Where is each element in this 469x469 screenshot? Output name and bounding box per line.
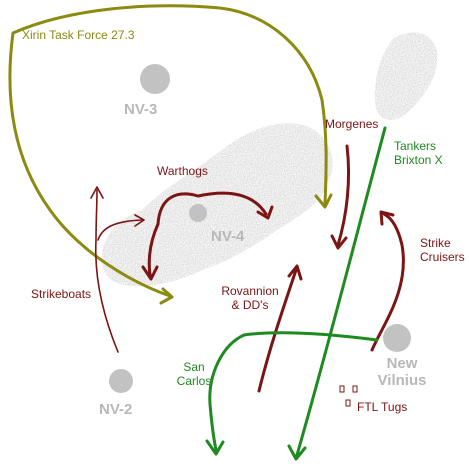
xirin-arc-path	[11, 4, 328, 207]
warthogs-right-arrowhead	[256, 205, 274, 220]
strike-cruisers-arrowhead	[379, 210, 395, 226]
warthogs-left-arrowhead	[141, 265, 159, 281]
label-rovannion: Rovannion & DD's	[214, 284, 286, 312]
nebula-cloud-northeast	[374, 32, 438, 120]
planet-nv2	[109, 369, 133, 393]
planets	[109, 64, 411, 393]
label-nv2: NV-2	[99, 401, 133, 418]
label-new-vilnius-line2: Vilnius	[377, 372, 427, 389]
strikeboats-branch-path	[97, 219, 143, 241]
morgenes-path	[336, 144, 351, 247]
label-san-carlos: San Carlos	[172, 360, 216, 388]
rovannion-path	[257, 268, 298, 393]
nebula-clouds	[101, 32, 438, 287]
strikeboats-branch-arrowhead	[134, 214, 145, 227]
planet-nv4	[189, 204, 207, 222]
tankers-path	[295, 126, 387, 457]
ftl-tug-3	[345, 399, 351, 407]
label-new-vilnius-line1: New	[386, 355, 418, 372]
planet-nv3	[140, 64, 170, 94]
label-ftl-tugs: FTL Tugs	[357, 400, 408, 414]
strikeboats-main-arrowhead	[90, 186, 104, 199]
label-rovannion-line2: & DD's	[231, 298, 269, 312]
san-carlos-path	[208, 331, 379, 452]
ftl-tug-1	[339, 385, 345, 393]
label-morgenes: Morgenes	[325, 117, 379, 131]
label-san-carlos-line1: San	[183, 360, 205, 374]
label-strike-cruisers-line2: Cruisers	[420, 250, 465, 264]
tankers-arrowhead	[287, 444, 307, 461]
nebula-cloud-central	[101, 123, 333, 287]
strike-cruisers-path	[370, 212, 405, 352]
xirin-arc-arrowhead	[314, 193, 333, 209]
san-carlos-arrowhead	[205, 439, 225, 456]
warthogs-left-path	[147, 222, 160, 277]
logistics-paths	[205, 126, 387, 461]
planet-new-vilnius	[383, 324, 411, 352]
label-strikeboats: Strikeboats	[31, 287, 92, 301]
label-nv3: NV-3	[124, 101, 158, 118]
label-tankers-line2: Brixton X	[394, 153, 443, 167]
label-strike-cruisers: Strike Cruisers	[420, 236, 465, 264]
strikeboats-main-path	[94, 189, 119, 353]
warthogs-right-path	[156, 191, 268, 226]
label-xirin-task-force: Xirin Task Force 27.3	[22, 28, 135, 42]
label-new-vilnius: New Vilnius	[362, 355, 442, 389]
label-rovannion-line1: Rovannion	[221, 284, 279, 298]
strikeboats-paths	[90, 186, 145, 353]
label-tankers-line1: Tankers	[394, 139, 437, 153]
ftl-tug-2	[352, 385, 358, 393]
warship-paths	[141, 144, 405, 393]
label-tankers: Tankers Brixton X	[394, 139, 443, 167]
label-nv4: NV-4	[211, 228, 245, 245]
label-san-carlos-line2: Carlos	[176, 374, 212, 388]
label-warthogs: Warthogs	[157, 164, 208, 178]
label-strike-cruisers-line1: Strike	[420, 236, 451, 250]
xirin-task-force-paths	[8, 4, 333, 305]
xirin-sweep-arrowhead	[159, 287, 174, 305]
rovannion-arrowhead	[287, 264, 303, 281]
morgenes-arrowhead	[330, 234, 348, 250]
ftl-tug-markers	[339, 385, 358, 407]
xirin-sweep-path	[8, 31, 172, 298]
